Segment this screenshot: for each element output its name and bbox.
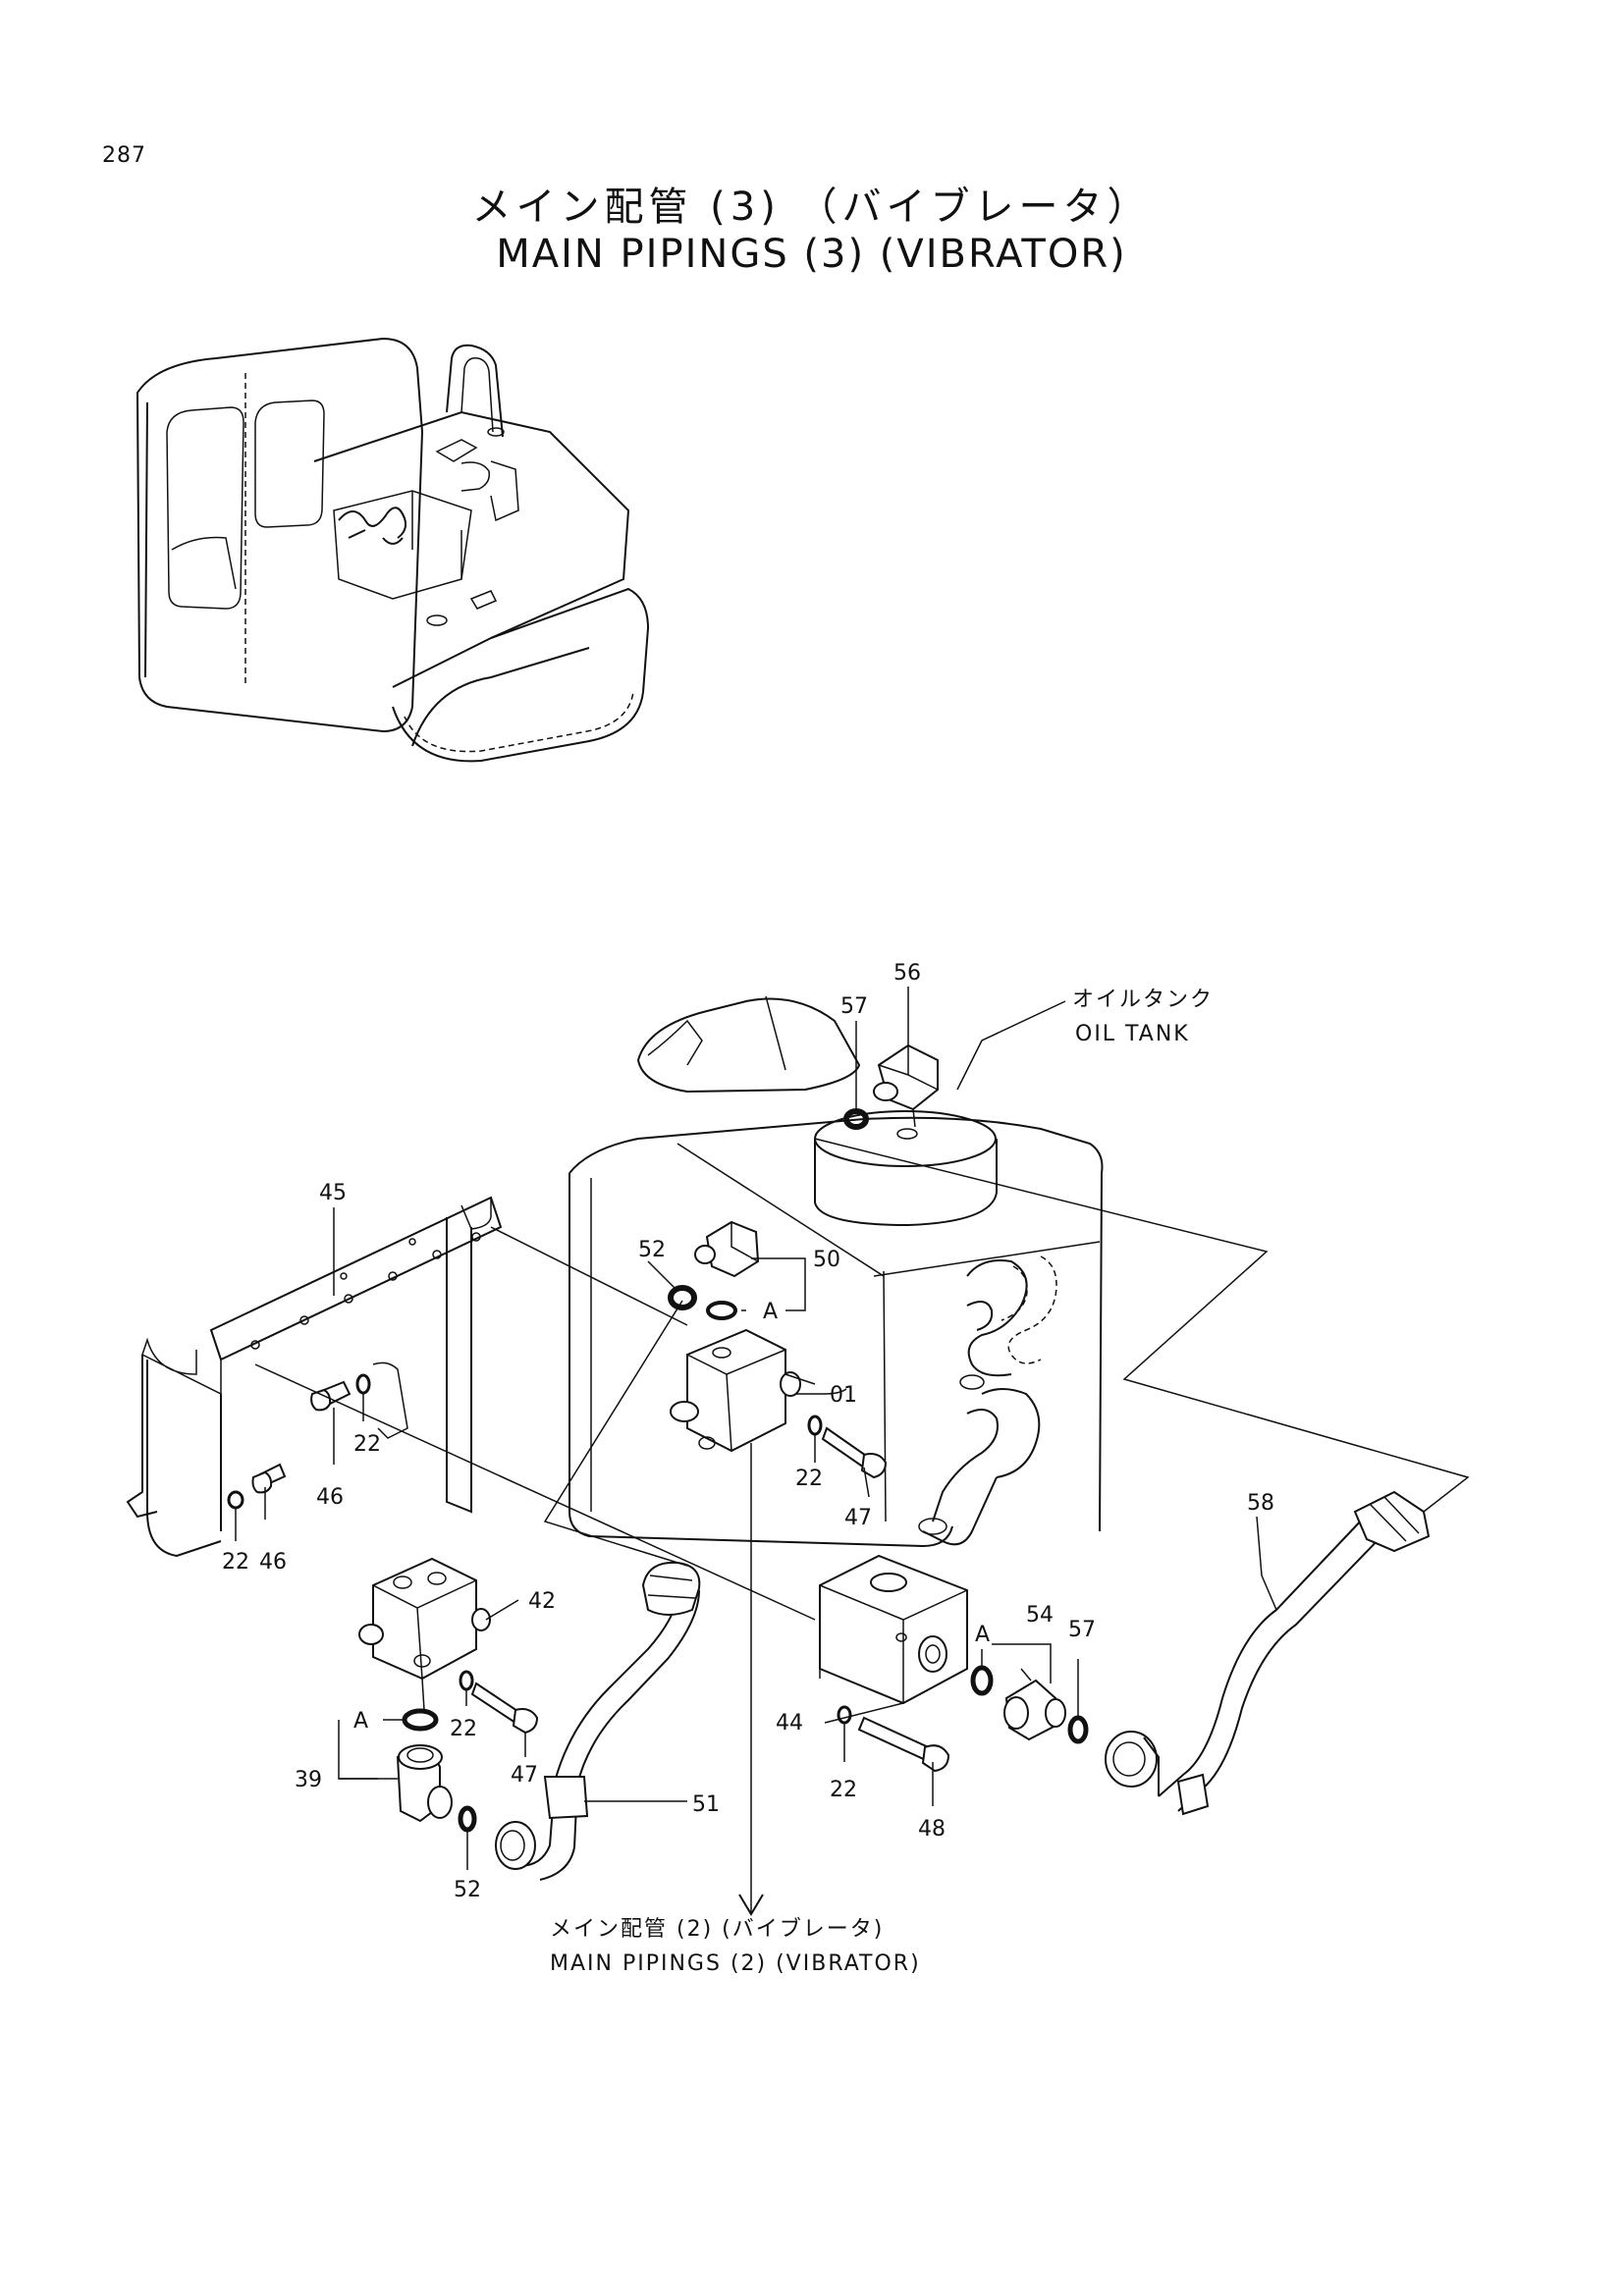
part-45-bracket: [126, 1196, 503, 1558]
part-22-washer-right-of-01: [807, 1415, 823, 1436]
part-01-valve-block: [670, 1328, 816, 1453]
callout-46-lower: 46: [259, 1550, 287, 1575]
callout-a-lower: A: [353, 1709, 368, 1734]
part-47-bolt-lower: [470, 1682, 539, 1735]
callout-a-upper: A: [763, 1300, 778, 1324]
callout-labels: 56 57 45 52 50 A 01 22 47 46 22 22 46 42…: [222, 961, 1274, 1902]
callout-48: 48: [918, 1817, 946, 1842]
part-57-o-ring-upper: [843, 1108, 869, 1130]
part-56-elbow-fitting: [873, 1043, 939, 1128]
part-51-hose: [495, 1561, 701, 1881]
part-46-bolt-upper: [310, 1380, 352, 1412]
callout-56: 56: [893, 961, 921, 986]
callout-01: 01: [830, 1383, 857, 1408]
oil-tank-label-english: OIL TANK: [1075, 1022, 1190, 1046]
part-42-valve-block: [358, 1557, 491, 1711]
part-54-adapter: [1003, 1679, 1066, 1741]
callout-52-upper: 52: [638, 1238, 666, 1262]
part-47-bolt-upper: [821, 1426, 888, 1479]
part-22-washer-near-44: [837, 1705, 852, 1725]
leader-lines: [235, 987, 1277, 1870]
callout-47-lower: 47: [511, 1763, 538, 1788]
callout-22-near-44: 22: [830, 1778, 857, 1802]
callout-a-right: A: [975, 1623, 990, 1647]
part-48-bolt: [857, 1716, 950, 1773]
callout-42: 42: [528, 1589, 556, 1614]
callout-52-lower: 52: [454, 1878, 481, 1902]
part-22-washer-lower-left: [227, 1490, 244, 1510]
part-39-elbow: [396, 1744, 453, 1823]
part-46-bolt-lower: [251, 1463, 287, 1494]
callout-47-upper: 47: [844, 1506, 872, 1530]
callout-44: 44: [776, 1711, 803, 1735]
part-52-o-ring-lower: [458, 1805, 477, 1833]
continuation-label-english: MAIN PIPINGS (2) (VIBRATOR): [550, 1951, 921, 1976]
callout-22-near-42: 22: [450, 1717, 477, 1741]
callout-22-lower-left: 22: [222, 1550, 249, 1575]
excavator-overview-illustration: [135, 337, 650, 763]
part-22-washer-upper-left: [355, 1373, 371, 1395]
callout-46-upper: 46: [316, 1485, 344, 1510]
part-44-manifold-block: [819, 1554, 968, 1705]
callout-45: 45: [319, 1181, 347, 1205]
callout-22-near-01: 22: [795, 1467, 823, 1491]
callout-57-lower: 57: [1068, 1618, 1096, 1642]
callout-57-upper: 57: [840, 994, 868, 1019]
callout-51: 51: [692, 1792, 720, 1817]
callout-22-upper-left: 22: [353, 1432, 381, 1457]
callout-50: 50: [813, 1248, 840, 1272]
oil-tank-label-japanese: オイルタンク: [1072, 988, 1214, 1012]
page-number: 287: [102, 143, 146, 168]
oil-tank: [568, 995, 1104, 1548]
o-ring-a-upper: [706, 1301, 737, 1320]
part-57-o-ring-lower: [1067, 1715, 1089, 1744]
page-title-english: MAIN PIPINGS (3) (VIBRATOR): [496, 232, 1127, 277]
part-50-elbow: [694, 1220, 760, 1278]
part-52-o-ring-upper: [668, 1285, 697, 1310]
part-22-washer-near-42: [459, 1670, 474, 1691]
assembly-lines: [254, 1138, 1470, 1916]
callout-58: 58: [1247, 1491, 1274, 1516]
page-title-japanese: メイン配管 (3) （バイブレータ）: [471, 185, 1152, 230]
o-ring-a-lower: [402, 1708, 439, 1732]
o-ring-a-right: [970, 1665, 994, 1696]
part-58-hose: [1105, 1490, 1431, 1816]
callout-54: 54: [1026, 1603, 1054, 1628]
callout-39: 39: [295, 1768, 322, 1792]
continuation-label-japanese: メイン配管 (2) (バイブレータ): [550, 1917, 884, 1942]
